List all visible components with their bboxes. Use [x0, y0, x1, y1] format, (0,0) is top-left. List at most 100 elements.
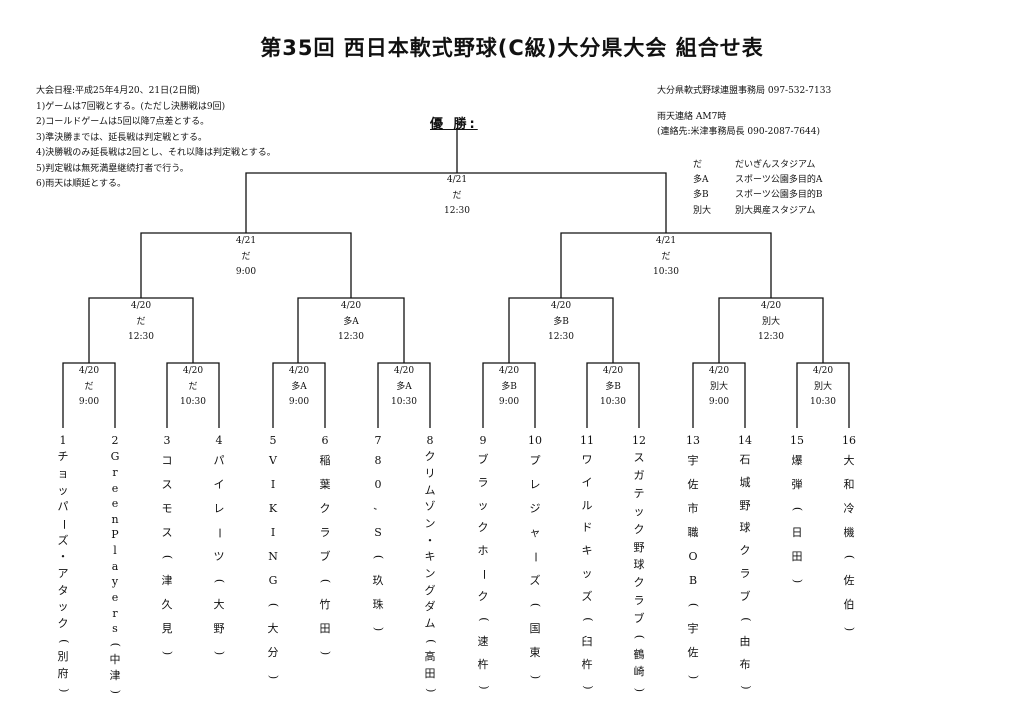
bracket-line	[140, 232, 352, 298]
venue-name: スポーツ公園多目的B	[735, 190, 823, 201]
match-sf1: 4/21 だ 9:00	[216, 234, 276, 281]
match-r1: 4/20 だ 9:00	[59, 364, 119, 411]
venue-key: だ	[693, 160, 703, 170]
team-number: 1	[59, 434, 67, 447]
bracket-line	[62, 362, 116, 428]
match-qf3: 4/20 多B 12:30	[531, 299, 591, 346]
match-date: 4/20	[340, 301, 362, 311]
team-entry: 3 コスモス(津久見)	[157, 432, 177, 665]
page-title: 第35回 西日本軟式野球(C級)大分県大会 組合せ表	[260, 36, 764, 60]
bracket-line	[560, 232, 772, 298]
team-number: 12	[632, 434, 646, 447]
match-r3: 4/20 多A 9:00	[269, 364, 329, 411]
match-date: 4/21	[446, 175, 468, 185]
venue-name: スポーツ公園多目的A	[735, 175, 823, 186]
match-venue: だ	[241, 251, 251, 262]
match-time: 10:30	[600, 397, 626, 407]
match-qf1: 4/20 だ 12:30	[111, 299, 171, 346]
match-final: 4/21 だ 12:30	[427, 173, 487, 220]
match-r7: 4/20 別大 9:00	[689, 364, 749, 411]
bracket-line	[272, 362, 326, 428]
match-time: 9:00	[708, 397, 730, 407]
team-number: 11	[580, 434, 594, 447]
bracket-line	[508, 297, 614, 363]
venue-row: だ だいぎんスタジアム	[693, 158, 822, 173]
match-time: 9:00	[498, 397, 520, 407]
match-r8: 4/20 別大 10:30	[793, 364, 853, 411]
match-date: 4/20	[602, 366, 624, 376]
team-entry: 12 スガテック野球クラブ(鶴崎)	[629, 432, 649, 699]
match-date: 4/21	[655, 236, 677, 246]
team-name: プレジャーズ(国東)	[529, 454, 542, 680]
team-number: 16	[842, 434, 856, 447]
rule-line: 1)ゲームは7回戦とする。(ただし決勝戦は9回)	[36, 101, 226, 112]
match-date: 4/20	[288, 366, 310, 376]
bracket-line	[718, 297, 824, 363]
match-time: 9:00	[235, 267, 257, 277]
team-name: 大和冷機(佐伯)	[843, 454, 856, 632]
rule-line: 5)判定戦は無死満塁継続打者で行う。	[36, 163, 189, 174]
match-qf4: 4/20 別大 12:30	[741, 299, 801, 346]
team-name: コスモス(津久見)	[161, 454, 174, 656]
team-number: 15	[790, 434, 804, 447]
bracket-line	[796, 362, 850, 428]
match-venue: 多B	[605, 381, 621, 392]
match-time: 9:00	[288, 397, 310, 407]
team-number: 6	[321, 434, 329, 447]
match-venue: 多B	[553, 316, 569, 327]
match-venue: 多A	[343, 316, 359, 327]
match-time: 10:30	[391, 397, 417, 407]
match-venue: だ	[452, 190, 462, 201]
venue-row: 別大別大興産スタジアム	[693, 204, 822, 219]
venue-name: だいぎんスタジアム	[735, 160, 816, 170]
match-time: 12:30	[128, 332, 154, 342]
match-r4: 4/20 多A 10:30	[374, 364, 434, 411]
bracket-line	[88, 297, 194, 363]
match-date: 4/21	[235, 236, 257, 246]
match-date: 4/20	[812, 366, 834, 376]
bracket-line	[692, 362, 746, 428]
bracket-line	[297, 297, 405, 363]
team-number: 14	[738, 434, 752, 447]
team-entry: 10 プレジャーズ(国東)	[525, 432, 545, 689]
match-venue: だ	[136, 316, 146, 327]
team-entry: 16 大和冷機(佐伯)	[839, 432, 859, 641]
bracket-line	[482, 362, 536, 428]
team-name: クリムゾン・キングダム(高田)	[424, 450, 438, 693]
match-qf2: 4/20 多A 12:30	[321, 299, 381, 346]
match-r2: 4/20 だ 10:30	[163, 364, 223, 411]
team-name: ブラックホーク(速杵)	[477, 453, 491, 690]
team-entry: 14 石城野球クラブ(由布)	[735, 432, 755, 699]
match-venue: 多B	[501, 381, 517, 392]
match-r6: 4/20 多B 10:30	[583, 364, 643, 411]
match-time: 12:30	[338, 332, 364, 342]
team-name: 石城野球クラブ(由布)	[739, 453, 753, 690]
match-venue: 別大	[813, 381, 832, 392]
rain-notice: 雨天連絡 AM7時	[657, 112, 727, 122]
team-number: 10	[528, 434, 542, 447]
venue-row: 多B スポーツ公園多目的B	[693, 188, 822, 203]
rules-list: 大会日程:平成25年4月20、21日(2日間) 1)ゲームは7回戦とする。(ただ…	[36, 84, 276, 193]
match-venue: 別大	[709, 381, 728, 392]
team-name: スガテック野球クラブ(鶴崎)	[632, 451, 646, 693]
rain-contact: (連絡先:米津事務局長 090-2087-7644)	[657, 127, 820, 137]
team-name: チョッパーズ・アタック(別府)	[57, 450, 71, 693]
match-venue: 別大	[761, 316, 780, 327]
team-name: 稲葉クラブ(竹田)	[319, 454, 332, 656]
match-date: 4/20	[760, 301, 782, 311]
team-number: 3	[163, 434, 171, 447]
winner-label: 優 勝:	[430, 117, 478, 132]
venue-key: 多B	[693, 190, 709, 201]
team-name: ワイルドキッズ(臼杵)	[581, 453, 595, 690]
